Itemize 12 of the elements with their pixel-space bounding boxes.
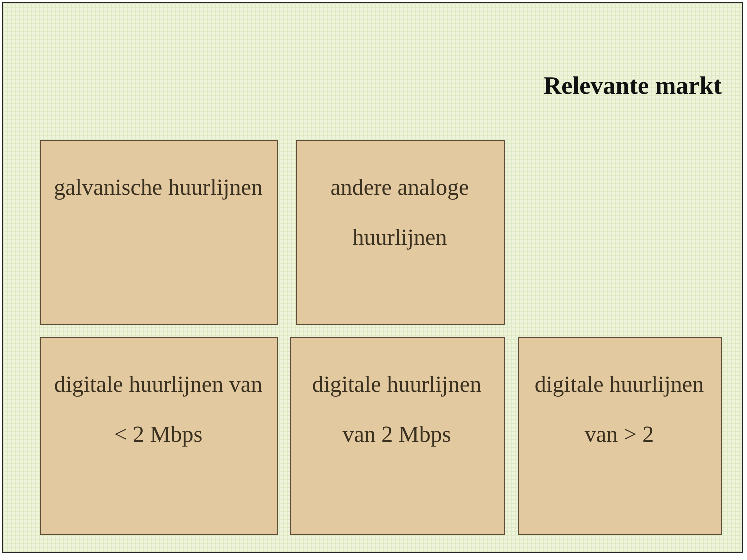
segment-box bbox=[518, 336, 722, 534]
segment-box bbox=[40, 336, 278, 534]
panel-title: Relevante markt bbox=[544, 73, 722, 101]
segment-label: digitale huurlijnen van < 2 Mbps bbox=[53, 370, 264, 449]
segment-box bbox=[296, 140, 504, 324]
segment-label: digitale huurlijnen van > 2 bbox=[534, 370, 706, 448]
segment-label: andere analoge huurlijnen bbox=[330, 174, 470, 252]
segment-label: galvanische huurlijnen bbox=[53, 174, 264, 202]
segment-label: digitale huurlijnen van 2 Mbps bbox=[311, 370, 483, 449]
segment-box bbox=[40, 140, 278, 324]
segment-box bbox=[290, 336, 504, 534]
market-panel bbox=[2, 2, 743, 553]
